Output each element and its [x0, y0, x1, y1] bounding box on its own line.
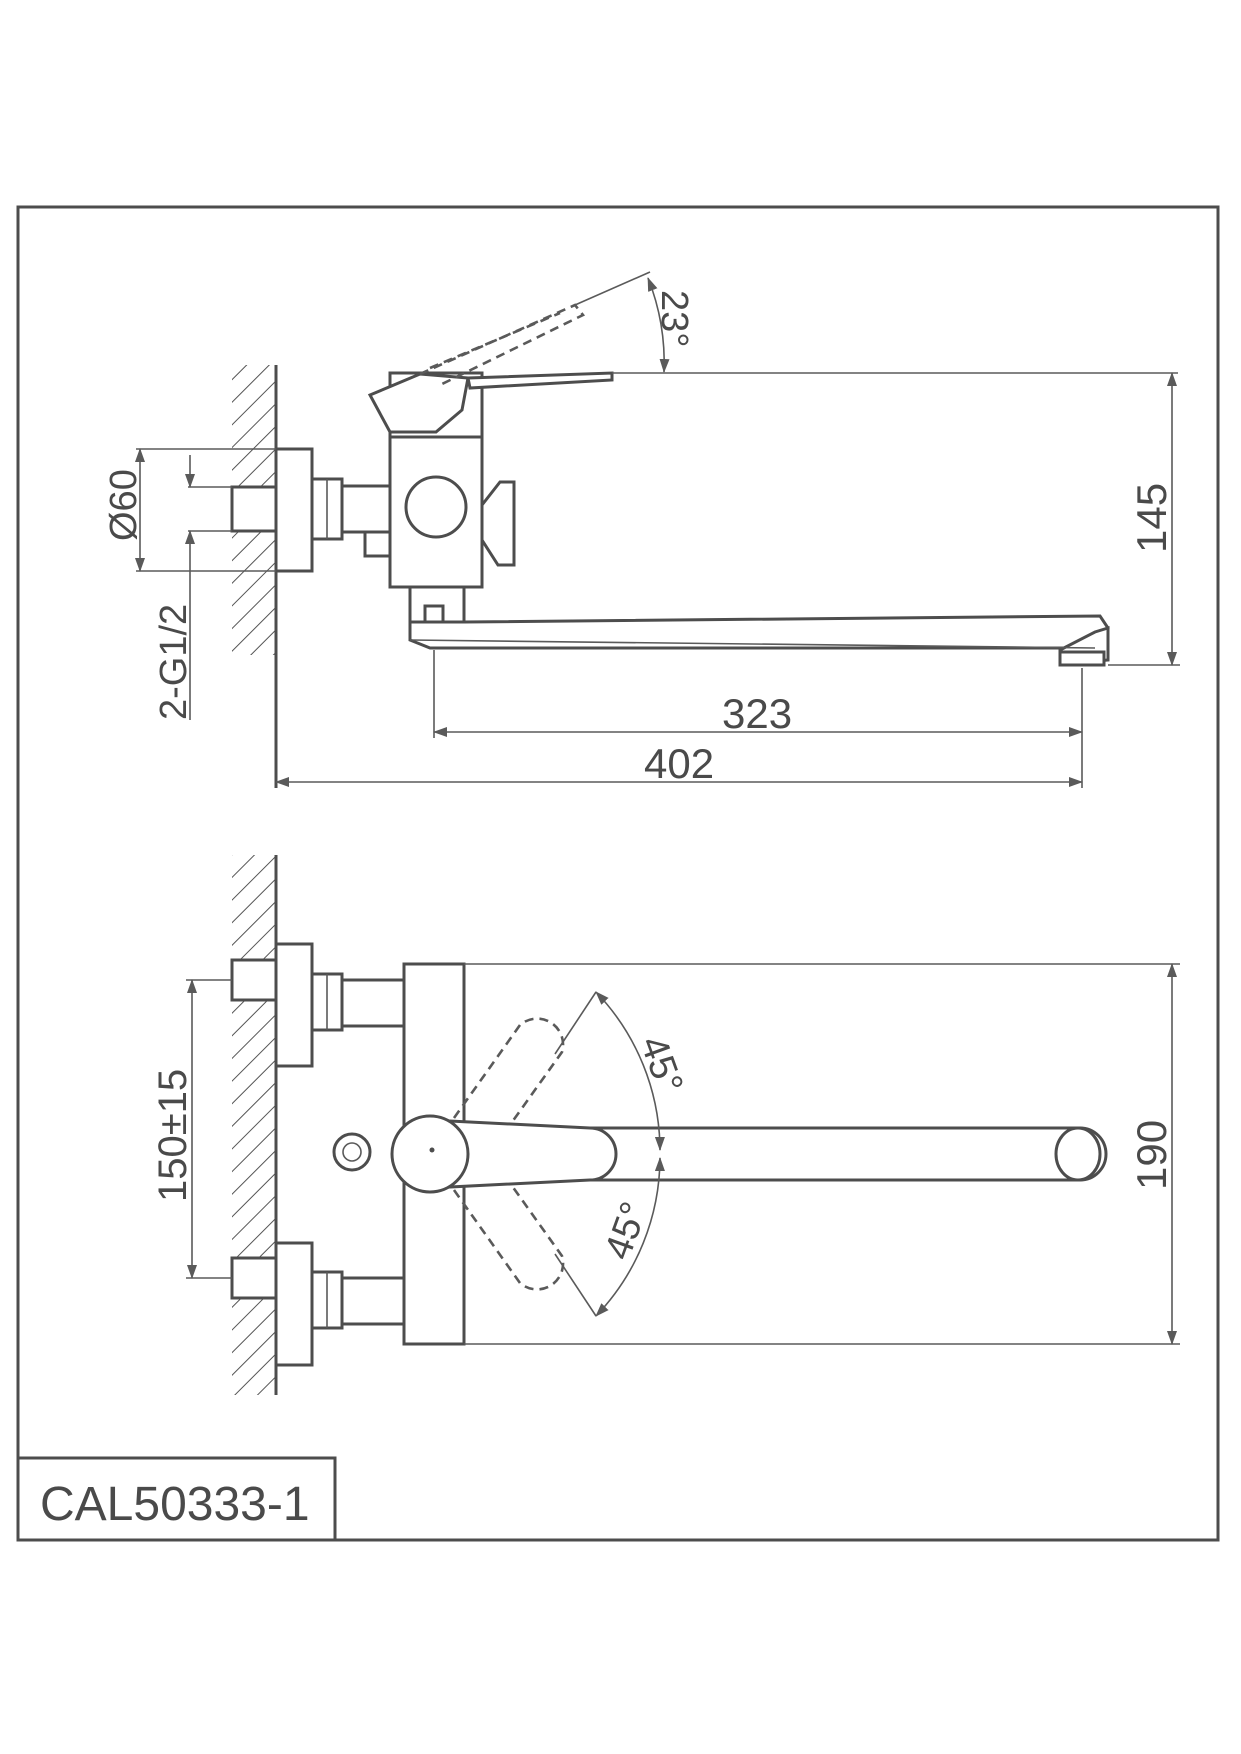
upper-arm: [340, 978, 406, 1028]
spout-outlet: [1054, 1126, 1102, 1182]
diverter-lever: [480, 480, 516, 567]
body-width-label: 190: [1128, 1120, 1175, 1190]
eccentric-arm: [340, 484, 392, 534]
handle-center-dot: [429, 1147, 435, 1153]
handle-lever: [466, 371, 614, 390]
handle-raised-outline: [419, 303, 586, 387]
spout-top: [588, 1126, 1108, 1182]
angle-arc-upper: [595, 991, 665, 1151]
model-code: CAL50333-1: [40, 1478, 310, 1531]
overall-length-label: 402: [644, 740, 714, 787]
top-view: 45° 45° 150±15 190: [151, 855, 1180, 1395]
lower-flange: [274, 1241, 314, 1367]
thread-label: 2-G1/2: [153, 604, 195, 720]
drawing-frame: [16, 205, 1220, 1542]
aerator: [1058, 650, 1106, 667]
handle-cap-top: [390, 1114, 470, 1194]
spout-reach-label: 323: [722, 690, 792, 737]
handle-angle-label: 23°: [653, 290, 695, 347]
angle-arc-23: [647, 277, 670, 373]
side-view: Ø60 2-G1/2 23° 145 323 402: [103, 271, 1180, 788]
flange-diameter-label: Ø60: [103, 469, 145, 541]
lower-connector: [230, 1256, 278, 1300]
diverter-knob-top: [332, 1132, 372, 1172]
angle-lower-label: 45°: [597, 1197, 656, 1265]
title-block: [16, 1456, 337, 1542]
flange: [274, 447, 314, 573]
upper-connector: [230, 958, 278, 1002]
angle-upper-label: 45°: [632, 1031, 691, 1099]
upper-flange: [274, 942, 314, 1068]
spout: [408, 614, 1110, 650]
inlet-spacing-label: 150±15: [151, 1069, 195, 1202]
wall-hatch-bottom: [232, 855, 276, 1395]
height-label: 145: [1128, 483, 1175, 553]
angle-arc-lower: [595, 1157, 665, 1317]
lower-arm: [340, 1276, 406, 1326]
inlet-connector: [230, 485, 278, 533]
diverter-knob: [404, 475, 468, 539]
